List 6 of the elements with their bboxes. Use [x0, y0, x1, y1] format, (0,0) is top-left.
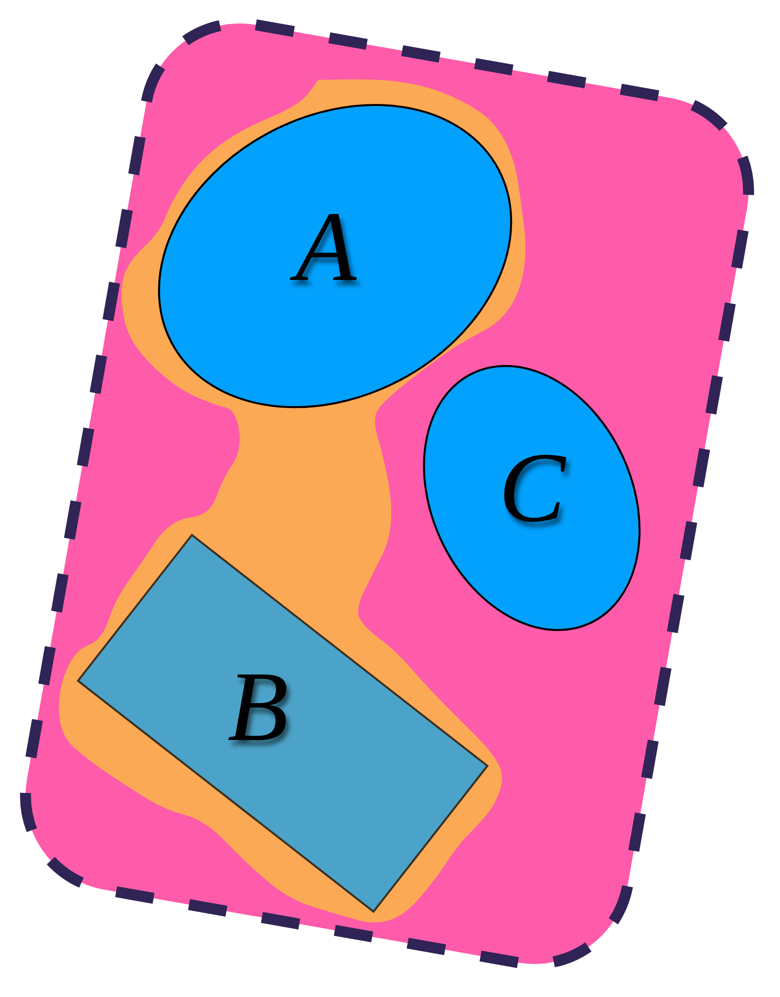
node-label: C [498, 434, 568, 545]
ellipse-node [422, 364, 642, 632]
node-label: B [226, 652, 290, 764]
dashed-rounded-region [18, 17, 756, 971]
ellipse-node [156, 102, 514, 410]
node-label: A [285, 192, 373, 309]
